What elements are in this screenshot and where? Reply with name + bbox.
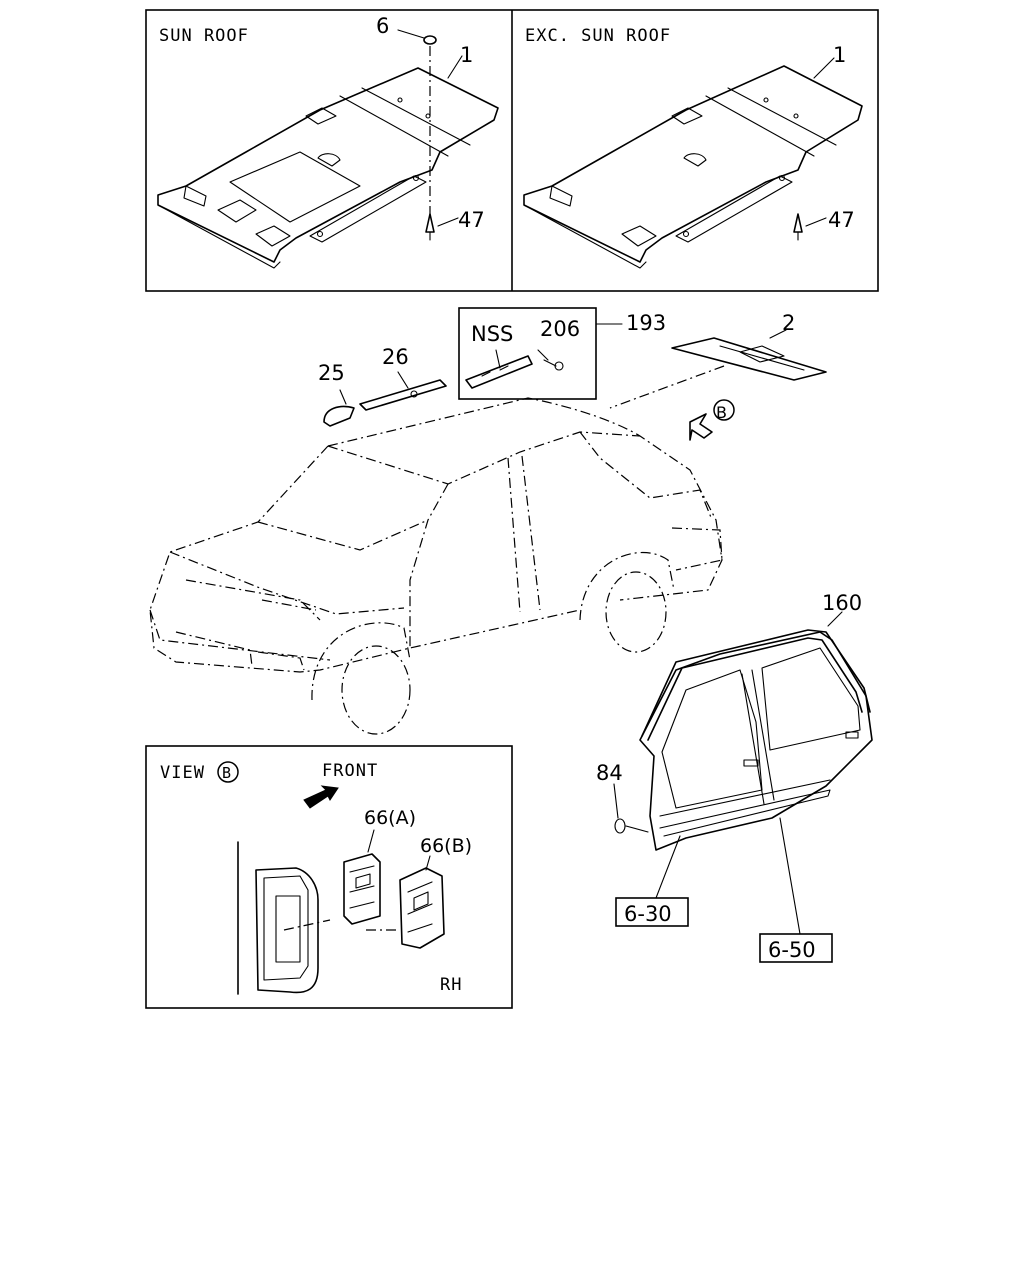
nss-box: NSS 206 [458,307,623,400]
view-b-panel: VIEW B FRONT RH 66(A) 66(B) [145,745,513,1009]
callout-206: 206 [540,317,580,341]
exc-sun-roof-title: EXC. SUN ROOF [525,26,671,46]
callout-25: 25 [318,361,345,385]
roof-moulding-160 [641,611,871,741]
headliner-exc-sun-roof-drawing [523,65,863,269]
clip-47-drawing [425,213,459,241]
headliner-sun-roof-drawing [157,67,499,269]
callout-1: 1 [460,43,473,67]
top-panel-frame [145,9,879,292]
ref-6-50-label: 6-50 [768,938,816,962]
ref-box-6-30: 6-30 [615,897,689,927]
rh-label: RH [440,975,462,995]
callout-47: 47 [458,208,485,232]
callout-160: 160 [822,591,862,615]
front-arrow-icon [303,785,339,809]
grommet-66a-drawing [343,829,381,925]
part-2-drawing [609,329,827,409]
callout-1: 1 [833,43,846,67]
callout-66b: 66(B) [420,835,472,857]
callout-84: 84 [596,761,623,785]
callout-66a: 66(A) [364,807,416,829]
nss-label: NSS [471,322,513,346]
ref-box-6-50: 6-50 [759,933,833,963]
screw-206-drawing [537,349,557,367]
callout-47: 47 [828,208,855,232]
view-b-circle-letter: B [222,764,232,782]
exc-sun-roof-panel: EXC. SUN ROOF 1 47 [523,26,863,269]
body-opening-drawing [237,841,331,995]
callout-6: 6 [376,14,389,38]
front-label: FRONT [322,761,378,781]
ref-6-30-label: 6-30 [624,902,672,926]
callout-2: 2 [782,311,795,335]
sun-roof-title: SUN ROOF [159,26,249,46]
view-b-title: VIEW [160,763,205,783]
vehicle-body [149,397,723,735]
grommet-66b-drawing [366,855,445,949]
garnish-193-drawing [465,355,533,389]
callout-26: 26 [382,345,409,369]
door-side-drawing [639,631,873,851]
sun-roof-panel: SUN ROOF 6 1 [157,14,499,269]
part-84-drawing [613,783,649,834]
nut-6-drawing [397,29,437,45]
clip-47-drawing [793,213,827,241]
view-b-arrow: B [689,399,735,441]
callout-193: 193 [626,311,666,335]
part-26-drawing [359,371,447,411]
view-b-marker-letter: B [716,403,727,422]
part-25-drawing [323,389,355,427]
